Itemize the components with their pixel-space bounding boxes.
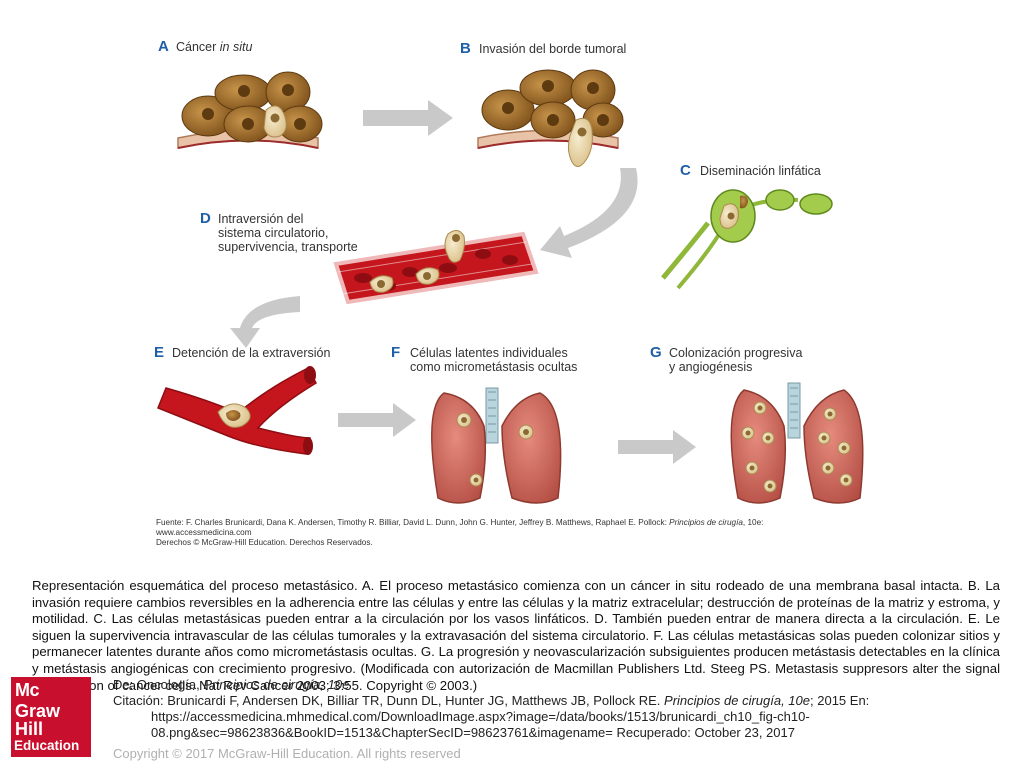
panel-g-letter: G xyxy=(650,344,662,361)
panel-c-letter: C xyxy=(680,162,691,179)
arrow-b-to-d xyxy=(540,168,638,258)
panel-d-letter: D xyxy=(200,210,211,227)
panel-c-illustration xyxy=(661,189,833,290)
figure-source: Fuente: F. Charles Brunicardi, Dana K. A… xyxy=(156,518,763,548)
panel-e-letter: E xyxy=(154,344,165,361)
panel-f-label-line2: como micrometástasis ocultas xyxy=(410,360,578,374)
panel-a-label: Cáncer in situ xyxy=(176,40,253,54)
source-line1: Fuente: F. Charles Brunicardi, Dana K. A… xyxy=(156,518,764,527)
panel-b-letter: B xyxy=(460,40,471,57)
panel-f-illustration xyxy=(431,387,562,504)
logo-line3: Hill xyxy=(15,719,44,739)
panel-g-illustration xyxy=(730,382,864,504)
citation-block: De: Oncología, Principios de cirugía, 10… xyxy=(113,677,869,741)
diagram-artwork xyxy=(157,69,864,504)
credits-de: De: Oncología, Principios de cirugía, 10… xyxy=(113,677,350,692)
panel-g-label-line1: Colonización progresiva xyxy=(669,346,803,360)
panel-b-illustration xyxy=(477,69,624,167)
metastasis-diagram: A Cáncer in situ B Invasión del borde tu… xyxy=(148,28,868,558)
mcgraw-hill-logo: Mc Graw Hill Education xyxy=(11,677,91,757)
arrow-f-to-g xyxy=(618,430,696,464)
panel-c-label: Diseminación linfática xyxy=(700,164,821,178)
panel-g-label-line2: y angiogénesis xyxy=(669,360,753,374)
arrow-a-to-b xyxy=(363,100,453,136)
credits-url-line2[interactable]: 08.png&sec=98623836&BookID=1513&ChapterS… xyxy=(151,725,795,740)
source-line2: www.accessmedicina.com xyxy=(156,528,252,537)
logo-line4: Education xyxy=(14,738,80,753)
panel-e-label: Detención de la extraversión xyxy=(172,346,331,360)
source-line3: Derechos © McGraw-Hill Education. Derech… xyxy=(156,538,373,547)
panel-d-label-line1: Intraversión del xyxy=(218,212,304,226)
arrow-d-to-e xyxy=(230,296,300,348)
arrow-e-to-f xyxy=(338,403,416,437)
credits-citation: Citación: Brunicardi F, Andersen DK, Bil… xyxy=(113,693,870,708)
panel-e-illustration xyxy=(157,366,317,455)
panel-a-letter: A xyxy=(158,38,169,55)
copyright-notice: Copyright © 2017 McGraw-Hill Education. … xyxy=(113,746,461,761)
panel-d-label-line3: supervivencia, transporte xyxy=(218,240,358,254)
panel-d-illustration xyxy=(333,230,539,305)
panel-f-letter: F xyxy=(391,344,401,361)
logo-line1: Mc xyxy=(15,680,40,700)
credits-url-line1[interactable]: https://accessmedicina.mhmedical.com/Dow… xyxy=(151,709,810,724)
panel-f-label-line1: Células latentes individuales xyxy=(410,346,568,360)
panel-b-label: Invasión del borde tumoral xyxy=(479,42,627,56)
panel-d-label-line2: sistema circulatorio, xyxy=(218,226,329,240)
panel-a-illustration xyxy=(177,71,323,149)
logo-line2: Graw xyxy=(15,701,61,721)
figure-caption: Representación esquemática del proceso m… xyxy=(32,578,1000,693)
